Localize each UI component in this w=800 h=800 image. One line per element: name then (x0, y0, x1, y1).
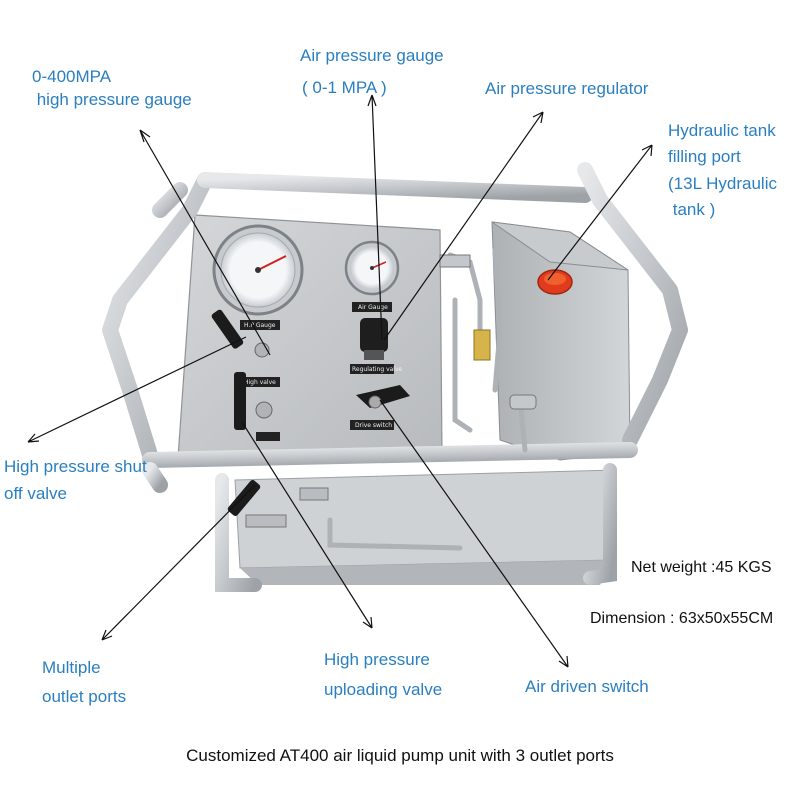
hydraulic-tank (491, 221, 631, 461)
label-air-pressure-gauge-title: Air pressure gauge (300, 46, 444, 65)
annotation-arrows (27, 94, 653, 668)
label-air-pressure-regulator: Air pressure regulator (485, 79, 649, 98)
label-uploading-valve: High pressure uploading valve (324, 650, 443, 699)
high-pressure-gauge (212, 224, 304, 316)
air-pressure-gauge (344, 240, 400, 296)
plate-high-valve: High valve (244, 379, 276, 386)
outlet-ports (227, 480, 329, 528)
fittings (439, 254, 537, 410)
air-driven-switch-lever (356, 385, 410, 409)
filling-port-red-cap (537, 269, 573, 295)
plate-regulating-valve: Regulating valve (352, 366, 403, 373)
label-air-pressure-gauge-range: ( 0-1 MPA ) (302, 78, 387, 97)
plate-drive-switch: Drive switch (355, 422, 392, 429)
piping (327, 247, 528, 551)
spec-net-weight: Net weight :45 KGS (631, 559, 772, 576)
label-hydraulic-tank-port: Hydraulic tank filling port (13L Hydraul… (668, 121, 777, 220)
air-pressure-regulator-knob (360, 318, 388, 360)
plate-air-gauge: Air Gauge (358, 304, 388, 311)
arrow-shut-off-valve (27, 336, 247, 443)
image-caption: Customized AT400 air liquid pump unit wi… (186, 746, 614, 765)
arrow-high-pressure-gauge (139, 129, 271, 356)
arrow-hydraulic-tank-port (547, 144, 653, 281)
label-outlet-ports: Multiple outlet ports (42, 658, 127, 706)
arrow-air-pressure-regulator (383, 111, 544, 341)
plate-hp-gauge: H.P Gauge (244, 322, 276, 329)
uploading-valve-handle (234, 372, 273, 430)
spec-dimension: Dimension : 63x50x55CM (590, 610, 774, 627)
roll-cage (102, 162, 688, 493)
arrow-air-pressure-gauge (367, 94, 383, 341)
label-high-pressure-gauge: 0-400MPA high pressure gauge (32, 67, 192, 109)
arrow-air-driven-switch (379, 399, 569, 668)
label-shut-off-valve: High pressure shut off valve (4, 457, 147, 504)
arrow-uploading-valve (241, 421, 373, 629)
arrow-outlet-ports (101, 484, 256, 641)
panel-plates: H.P Gauge Air Gauge Regulating valve Hig… (240, 302, 403, 441)
label-air-driven-switch: Air driven switch (525, 677, 649, 696)
